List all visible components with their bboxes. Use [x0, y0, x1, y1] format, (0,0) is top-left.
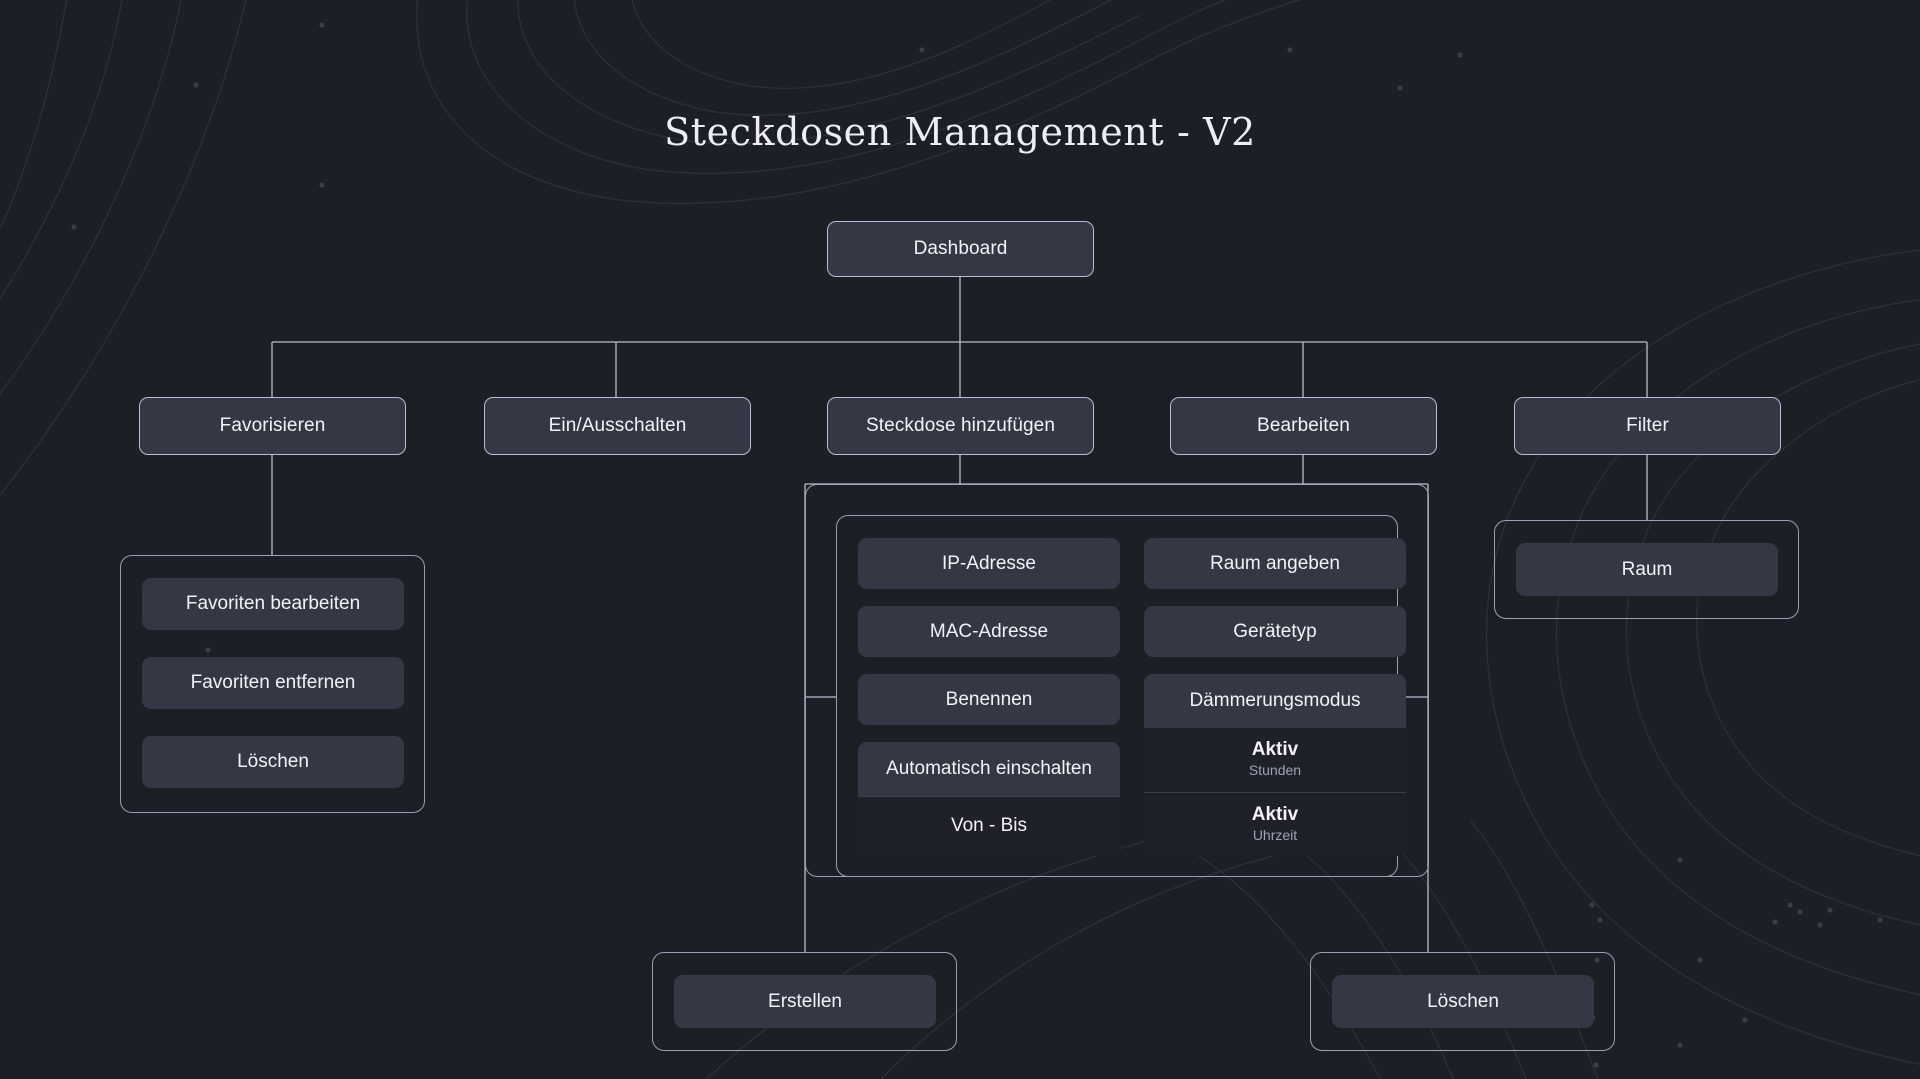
card-daemmerungsmodus-row-stunden[interactable]: Aktiv Stunden [1144, 728, 1406, 792]
node-ein-ausschalten-label: Ein/Ausschalten [548, 415, 687, 436]
node-raum-label: Raum [1621, 558, 1673, 580]
group-favoriten: Favoriten bearbeiten Favoriten entfernen… [120, 555, 425, 813]
card-daemmerungsmodus-row-uhrzeit[interactable]: Aktiv Uhrzeit [1144, 792, 1406, 856]
card-daemmerungsmodus-header: Dämmerungsmodus [1144, 674, 1406, 728]
group-erstellen: Erstellen [652, 952, 957, 1051]
card-daemmerungsmodus-label: Dämmerungsmodus [1189, 690, 1361, 711]
button-erstellen-label: Erstellen [768, 990, 842, 1012]
field-ip-adresse[interactable]: IP-Adresse [858, 538, 1120, 589]
card-daemmerungsmodus-row-stunden-note: Stunden [1248, 762, 1302, 779]
node-favoriten-entfernen-label: Favoriten entfernen [190, 672, 356, 693]
node-dashboard-label: Dashboard [913, 238, 1008, 259]
card-daemmerungsmodus[interactable]: Dämmerungsmodus Aktiv Stunden Aktiv Uhrz… [1144, 674, 1406, 856]
node-steckdose-hinzufuegen[interactable]: Steckdose hinzufügen [827, 397, 1094, 455]
node-filter[interactable]: Filter [1514, 397, 1781, 455]
node-favoriten-bearbeiten[interactable]: Favoriten bearbeiten [142, 578, 404, 630]
node-favoriten-entfernen[interactable]: Favoriten entfernen [142, 657, 404, 709]
node-favorisieren[interactable]: Favorisieren [139, 397, 406, 455]
card-automatisch-einschalten-label: Automatisch einschalten [886, 758, 1092, 779]
node-bearbeiten-label: Bearbeiten [1257, 415, 1350, 436]
card-automatisch-einschalten-row-von-bis[interactable]: Von - Bis [858, 796, 1120, 856]
button-erstellen[interactable]: Erstellen [674, 975, 936, 1028]
node-favoriten-loeschen-label: Löschen [237, 751, 309, 772]
node-ein-ausschalten[interactable]: Ein/Ausschalten [484, 397, 751, 455]
group-filter-raum: Raum [1494, 520, 1799, 619]
node-bearbeiten[interactable]: Bearbeiten [1170, 397, 1437, 455]
group-detail-inner: IP-Adresse MAC-Adresse Benennen Automati… [836, 515, 1406, 877]
field-raum-angeben[interactable]: Raum angeben [1144, 538, 1406, 589]
group-loeschen: Löschen [1310, 952, 1615, 1051]
field-geraetetyp[interactable]: Gerätetyp [1144, 606, 1406, 657]
field-geraetetyp-label: Gerätetyp [1233, 620, 1317, 642]
card-daemmerungsmodus-row-uhrzeit-note: Uhrzeit [1252, 826, 1298, 843]
card-daemmerungsmodus-row-stunden-status: Aktiv [1251, 739, 1299, 761]
field-raum-angeben-label: Raum angeben [1210, 552, 1340, 574]
field-mac-adresse[interactable]: MAC-Adresse [858, 606, 1120, 657]
node-raum[interactable]: Raum [1516, 543, 1778, 596]
page-title: Steckdosen Management - V2 [664, 110, 1256, 154]
button-loeschen-label: Löschen [1427, 990, 1499, 1012]
node-favoriten-bearbeiten-label: Favoriten bearbeiten [185, 593, 361, 614]
button-loeschen[interactable]: Löschen [1332, 975, 1594, 1028]
field-benennen-label: Benennen [945, 688, 1033, 710]
node-favorisieren-label: Favorisieren [219, 415, 326, 436]
card-automatisch-einschalten[interactable]: Automatisch einschalten Von - Bis [858, 742, 1120, 856]
field-ip-adresse-label: IP-Adresse [942, 552, 1036, 574]
node-filter-label: Filter [1626, 415, 1669, 436]
node-steckdose-hinzufuegen-label: Steckdose hinzufügen [866, 415, 1055, 436]
card-automatisch-einschalten-row-von-bis-label: Von - Bis [950, 815, 1028, 837]
node-favoriten-loeschen[interactable]: Löschen [142, 736, 404, 788]
field-mac-adresse-label: MAC-Adresse [929, 620, 1049, 642]
card-automatisch-einschalten-header: Automatisch einschalten [858, 742, 1120, 796]
field-benennen[interactable]: Benennen [858, 674, 1120, 725]
card-daemmerungsmodus-row-uhrzeit-status: Aktiv [1251, 803, 1299, 825]
node-dashboard[interactable]: Dashboard [827, 221, 1094, 277]
